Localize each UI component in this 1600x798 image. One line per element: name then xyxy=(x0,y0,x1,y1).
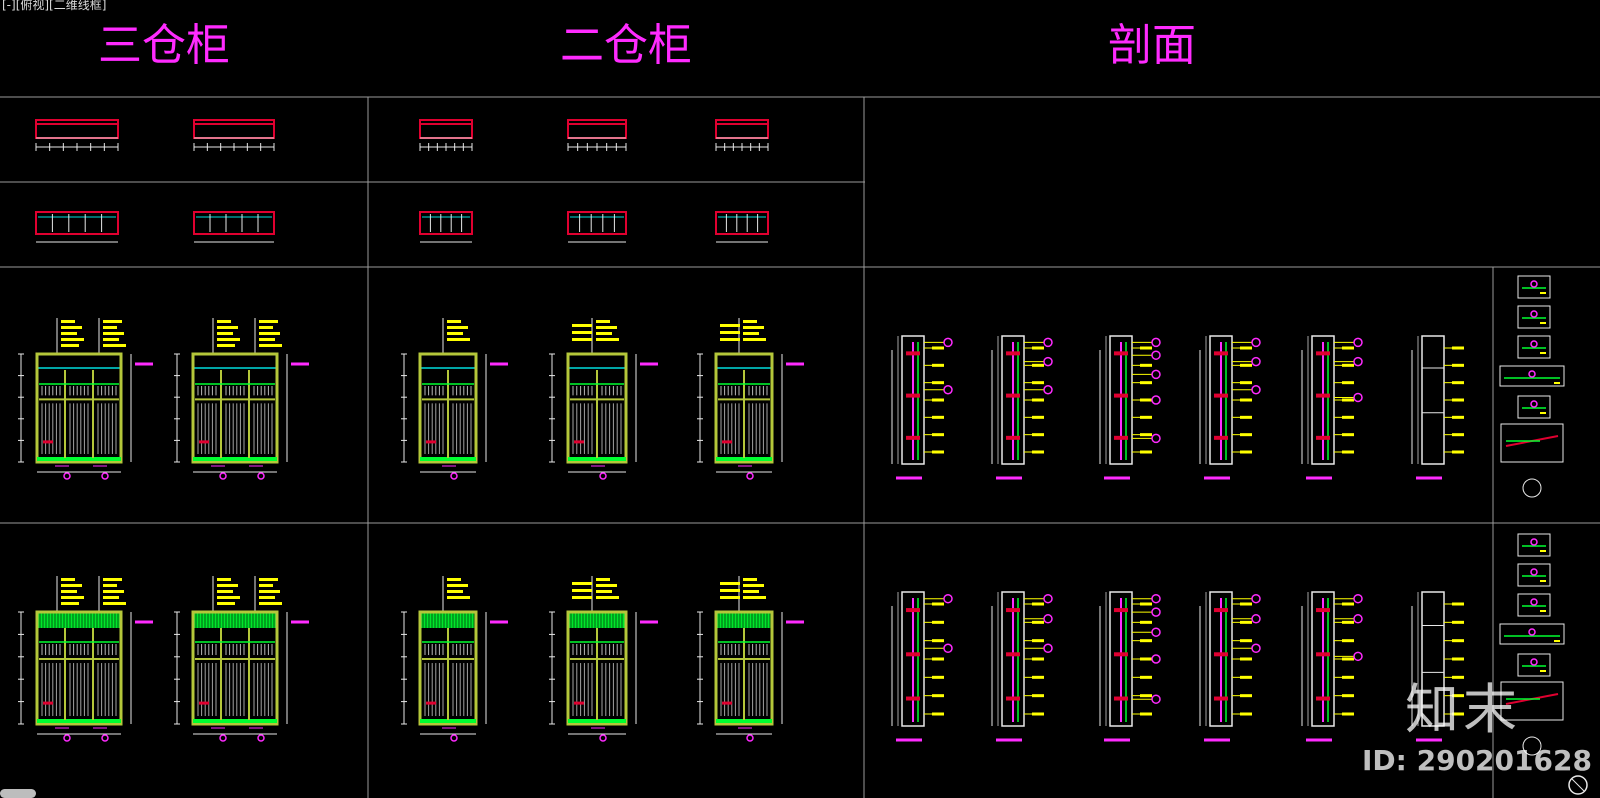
three-bay-elevation-2-2[interactable] xyxy=(174,576,309,742)
section-view-r1-5[interactable] xyxy=(1301,335,1363,480)
section-view-r2-2[interactable] xyxy=(991,591,1053,742)
section-view-r2-6[interactable] xyxy=(1411,591,1464,742)
watermark-id: ID: 290201628 xyxy=(1362,744,1592,777)
section-view-r1-4[interactable] xyxy=(1199,335,1261,480)
top-plan-3[interactable] xyxy=(419,119,473,151)
two-bay-elevation-2-2[interactable] xyxy=(549,576,658,742)
shelf-plan-4[interactable] xyxy=(567,211,627,243)
section-view-r2-4[interactable] xyxy=(1199,591,1261,742)
shelf-plan-2[interactable] xyxy=(193,211,275,243)
shelf-plan-3[interactable] xyxy=(419,211,473,243)
detail-column-top[interactable] xyxy=(1499,275,1565,498)
section-view-r1-2[interactable] xyxy=(991,335,1053,480)
two-bay-elevation-1-3[interactable] xyxy=(697,318,804,480)
top-plan-2[interactable] xyxy=(193,119,275,151)
top-plan-4[interactable] xyxy=(567,119,627,151)
section-view-r1-3[interactable] xyxy=(1099,335,1161,480)
top-plan-1[interactable] xyxy=(35,119,119,151)
title-three-bay-cabinet: 三仓柜 xyxy=(98,20,230,71)
section-view-r1-1[interactable] xyxy=(891,335,953,480)
three-bay-elevation-1-2[interactable] xyxy=(174,318,309,480)
three-bay-elevation-1-1[interactable] xyxy=(18,318,153,480)
viewport-label[interactable]: [-][俯视][二维线框] xyxy=(2,0,107,12)
layout-frame-grid xyxy=(0,96,1600,798)
detail-column-bottom[interactable] xyxy=(1499,533,1565,756)
watermark-logo: 知末 xyxy=(1405,678,1521,741)
two-bay-elevation-1-1[interactable] xyxy=(401,318,508,480)
two-bay-elevation-2-3[interactable] xyxy=(697,576,804,742)
top-plan-5[interactable] xyxy=(715,119,769,151)
lens-icon[interactable] xyxy=(1568,775,1588,795)
section-view-r1-6[interactable] xyxy=(1411,335,1464,480)
section-view-r2-5[interactable] xyxy=(1301,591,1363,742)
three-bay-elevation-2-1[interactable] xyxy=(18,576,153,742)
title-section-view: 剖面 xyxy=(1108,20,1196,71)
section-view-r2-3[interactable] xyxy=(1099,591,1161,742)
shelf-plan-1[interactable] xyxy=(35,211,119,243)
shelf-plan-5[interactable] xyxy=(715,211,769,243)
two-bay-elevation-1-2[interactable] xyxy=(549,318,658,480)
two-bay-elevation-2-1[interactable] xyxy=(401,576,508,742)
title-two-bay-cabinet: 二仓柜 xyxy=(560,20,692,71)
scroll-handle[interactable] xyxy=(0,789,36,798)
section-view-r2-1[interactable] xyxy=(891,591,953,742)
